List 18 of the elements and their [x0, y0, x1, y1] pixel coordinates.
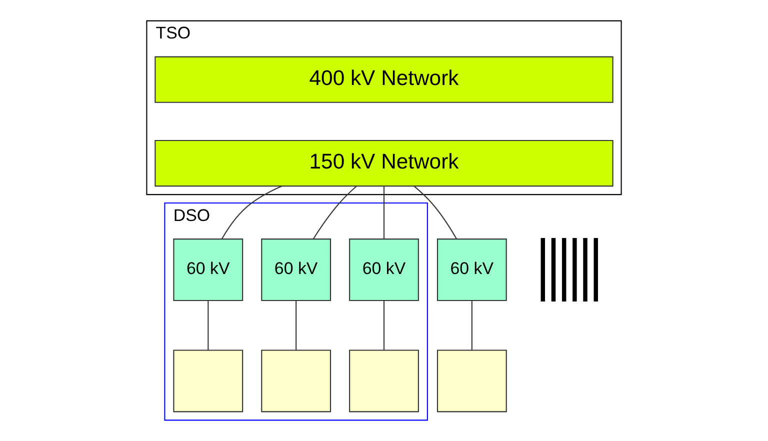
connector [383, 300, 385, 350]
node-box: 400 kV Network [154, 56, 614, 103]
node-box: 60 kV [261, 238, 332, 301]
node-box [436, 350, 507, 412]
node-box [173, 350, 244, 412]
connector [296, 300, 297, 350]
node-box: 150 kV Network [154, 140, 614, 187]
node-box: 60 kV [349, 238, 419, 301]
node-box [261, 350, 332, 412]
connector [221, 186, 282, 240]
connector [312, 186, 357, 240]
connector [414, 186, 457, 240]
node-box: 60 kV [173, 238, 244, 301]
node-box [349, 350, 419, 412]
node-box: 60 kV [436, 238, 507, 301]
connector [471, 300, 472, 350]
connector [208, 300, 209, 350]
connector [383, 186, 385, 239]
